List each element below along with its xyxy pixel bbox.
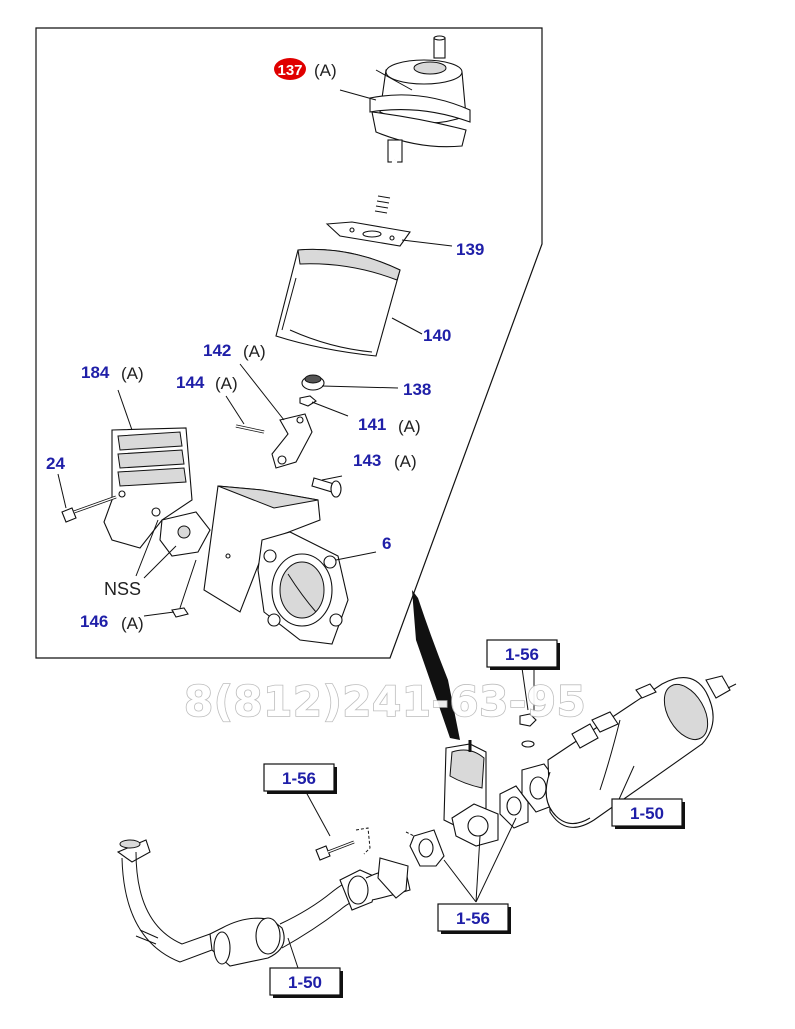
ref-box-1-56-bottom[interactable]: 1-56 — [437, 903, 511, 934]
part-6-housing — [203, 485, 349, 645]
leader-lines — [57, 89, 453, 617]
part-184-heat-shield — [103, 427, 193, 549]
callout-137-number: 137 — [277, 62, 302, 79]
part-144-pin — [235, 424, 265, 434]
part-140-cover — [275, 248, 401, 357]
part-146-clip — [171, 607, 189, 618]
ref-box-1-56-left-label: 1-56 — [282, 769, 316, 788]
callout-143: 143 — [353, 451, 381, 470]
ref-box-1-50-right[interactable]: 1-50 — [611, 798, 685, 829]
callout-137: 137 (A) — [274, 58, 337, 80]
callout-137-qualifier: (A) — [314, 61, 337, 80]
ref-box-1-56-left[interactable]: 1-56 — [263, 763, 337, 794]
detail-frame — [35, 27, 543, 659]
callout-138: 138 — [403, 380, 431, 399]
callout-141: 141 — [358, 415, 386, 434]
ref-box-1-50-bottom[interactable]: 1-50 — [269, 967, 343, 998]
muffler — [545, 675, 737, 828]
bolt-1-56 — [315, 827, 371, 861]
callout-139: 139 — [456, 240, 484, 259]
callout-143-qualifier: (A) — [394, 452, 417, 471]
lower-leader-lines — [287, 667, 635, 969]
ref-box-1-56-top[interactable]: 1-56 — [486, 639, 560, 670]
nut-1-56 — [519, 713, 537, 748]
front-exhaust-pipe — [116, 839, 411, 967]
detail-pointer-arrow — [412, 590, 460, 740]
callout-184-qualifier: (A) — [121, 364, 144, 383]
part-142-lever — [271, 413, 313, 469]
phone-watermark: 8(812)241-63-95 — [184, 677, 586, 726]
part-141-nut — [299, 395, 317, 407]
nss-label: NSS — [104, 579, 141, 599]
ref-box-1-56-bottom-label: 1-56 — [456, 909, 490, 928]
callout-141-qualifier: (A) — [398, 417, 421, 436]
part-24-bolt — [61, 495, 117, 523]
callout-184: 184 — [81, 363, 110, 382]
ref-box-1-56-top-label: 1-56 — [505, 645, 539, 664]
part-143-bolt — [311, 477, 342, 498]
gasket-lower — [405, 829, 445, 867]
callout-137-highlight — [274, 58, 306, 80]
callout-146-qualifier: (A) — [121, 614, 144, 633]
callout-142-qualifier: (A) — [243, 342, 266, 361]
ref-box-1-50-bottom-label: 1-50 — [288, 973, 322, 992]
callout-140: 140 — [423, 326, 451, 345]
part-138-grommet — [301, 374, 325, 391]
callout-142: 142 — [203, 341, 231, 360]
callout-146: 146 — [80, 612, 108, 631]
exhaust-brake-assembly — [443, 740, 499, 847]
nss-bracket — [151, 507, 211, 557]
callout-144-qualifier: (A) — [215, 374, 238, 393]
part-139-gasket — [325, 221, 411, 247]
callout-144: 144 — [176, 373, 205, 392]
callout-6: 6 — [382, 534, 391, 553]
part-137-actuator — [369, 35, 471, 214]
callout-24: 24 — [46, 454, 65, 473]
ref-box-1-50-right-label: 1-50 — [630, 804, 664, 823]
